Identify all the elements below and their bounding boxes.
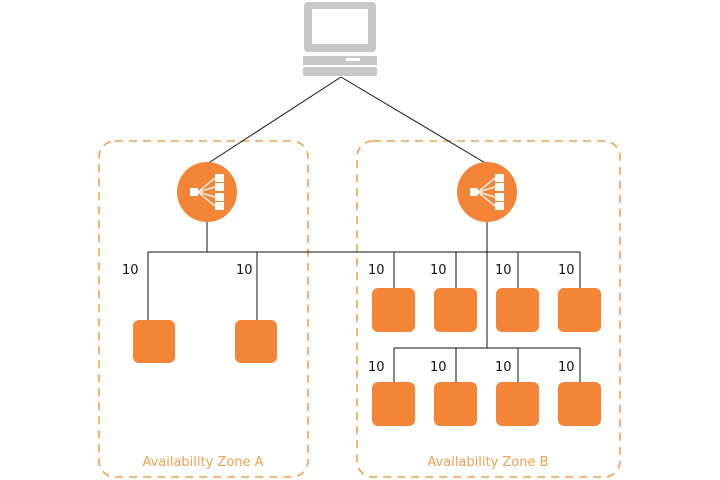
instance-b4[interactable] bbox=[558, 288, 601, 332]
instance-b1[interactable] bbox=[372, 288, 415, 332]
zone-a-label: Availability Zone A bbox=[142, 455, 263, 470]
weight-label-a2: 10 bbox=[236, 263, 253, 278]
availability-zone-b-box bbox=[356, 140, 621, 478]
instance-b2[interactable] bbox=[434, 288, 477, 332]
connector-client-lb-a bbox=[206, 76, 342, 165]
load-balancer-icon[interactable] bbox=[457, 162, 517, 222]
weight-label-b8: 10 bbox=[558, 360, 575, 375]
weight-label-b6: 10 bbox=[430, 360, 447, 375]
instance-b7[interactable] bbox=[496, 382, 539, 426]
weight-label-b4: 10 bbox=[558, 263, 575, 278]
computer-icon[interactable] bbox=[303, 2, 377, 76]
availability-zone-a-box bbox=[98, 140, 309, 478]
instance-a2[interactable] bbox=[235, 320, 277, 363]
connector-client-lb-b bbox=[340, 76, 488, 165]
weight-label-b1: 10 bbox=[368, 263, 385, 278]
instance-b6[interactable] bbox=[434, 382, 477, 426]
weight-label-b5: 10 bbox=[368, 360, 385, 375]
instance-b8[interactable] bbox=[558, 382, 601, 426]
zone-b-label: Availability Zone B bbox=[427, 455, 548, 470]
weight-label-b3: 10 bbox=[495, 263, 512, 278]
weight-label-b7: 10 bbox=[495, 360, 512, 375]
instance-b3[interactable] bbox=[496, 288, 539, 332]
weight-label-a1: 10 bbox=[122, 263, 139, 278]
weight-label-b2: 10 bbox=[430, 263, 447, 278]
instance-b5[interactable] bbox=[372, 382, 415, 426]
instance-a1[interactable] bbox=[133, 320, 175, 363]
load-balancer-icon[interactable] bbox=[177, 162, 237, 222]
